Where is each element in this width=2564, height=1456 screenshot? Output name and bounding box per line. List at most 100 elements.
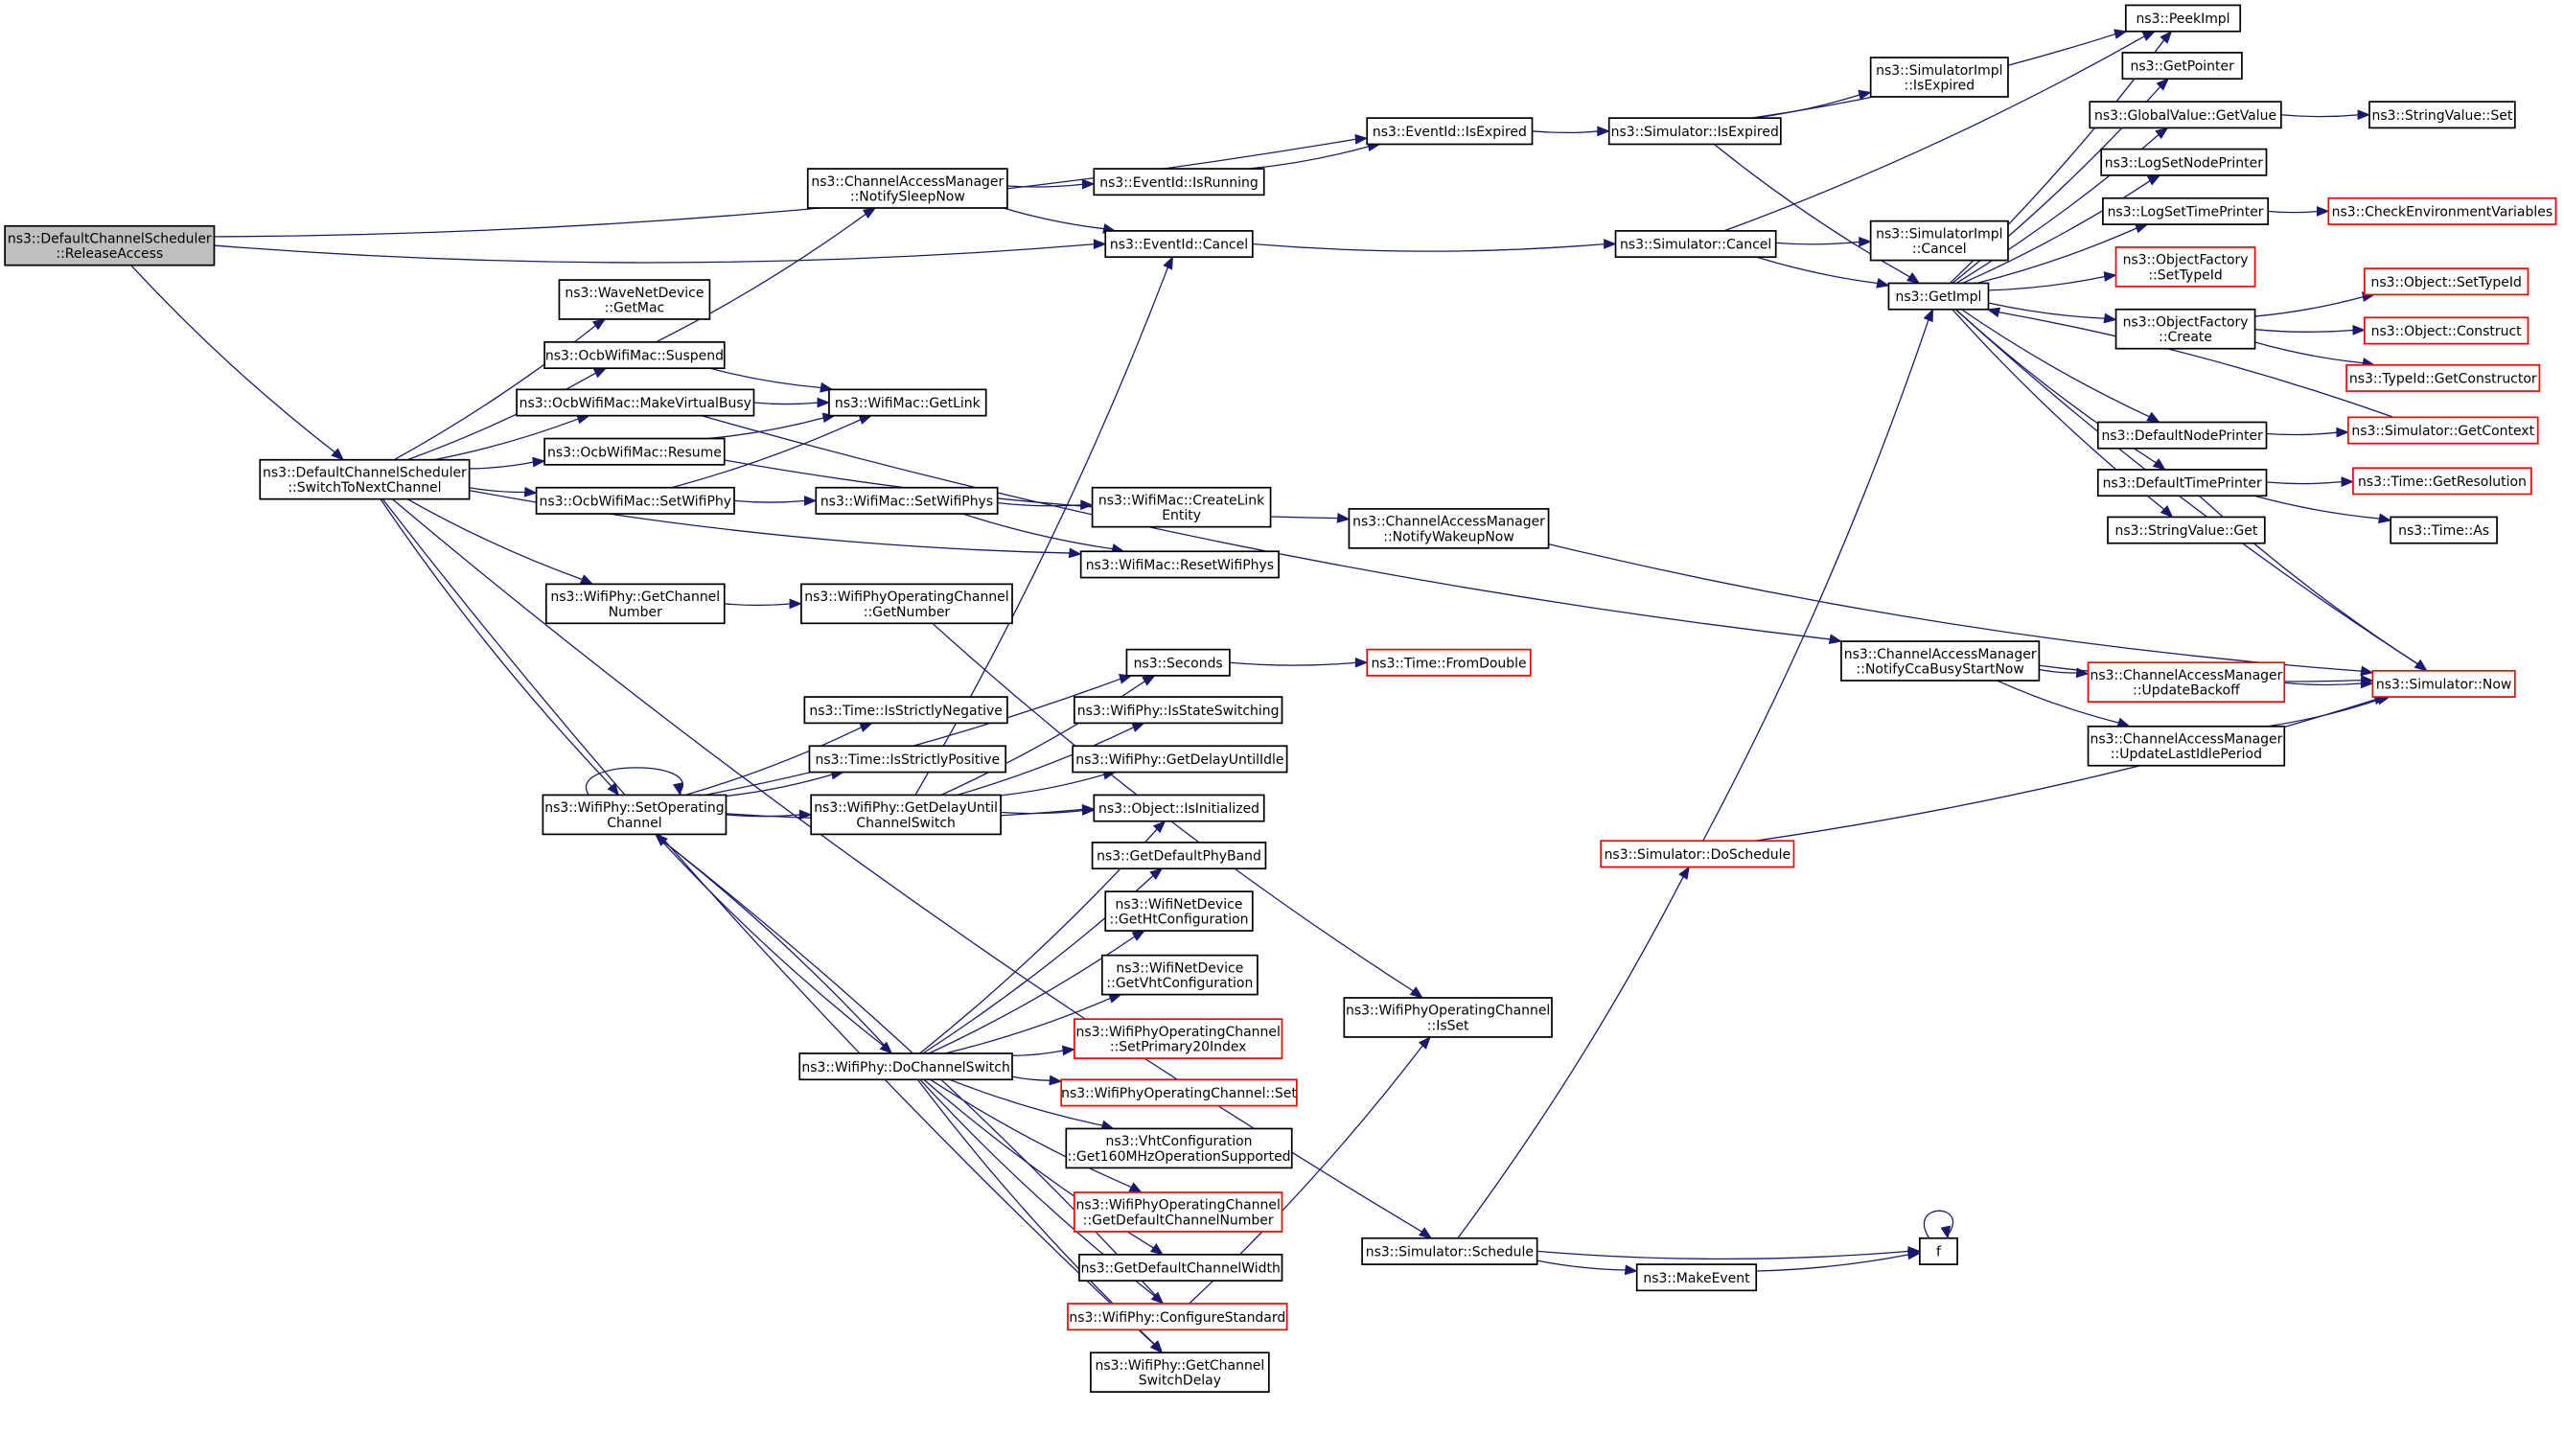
node-sim-impl-is-expired[interactable]: ns3::SimulatorImpl::IsExpired	[1869, 57, 2009, 98]
node-ocb-resume[interactable]: ns3::OcbWifiMac::Resume	[543, 437, 726, 466]
node-label: ns3::Simulator::GetContext	[2351, 424, 2534, 439]
node-label: ::UpdateBackoff	[2133, 683, 2240, 699]
node-time-as[interactable]: ns3::Time::As	[2390, 516, 2498, 544]
node-box	[1100, 954, 1259, 996]
node-event-is-expired[interactable]: ns3::EventId::IsExpired	[1366, 117, 1534, 146]
edge-arrowhead	[2075, 667, 2090, 679]
node-ocb-suspend[interactable]: ns3::OcbWifiMac::Suspend	[543, 341, 726, 370]
edge-arrowhead	[2141, 31, 2157, 41]
edge-line	[1723, 35, 2147, 232]
node-obj-is-initialized[interactable]: ns3::Object::IsInitialized	[1093, 794, 1265, 822]
node-of-set-type-id[interactable]: ns3::ObjectFactory::SetTypeId	[2114, 246, 2256, 288]
node-get-default-ch-num[interactable]: ns3::WifiPhyOperatingChannel::GetDefault…	[1073, 1191, 1283, 1233]
node-default-node-printer[interactable]: ns3::DefaultNodePrinter	[2096, 421, 2268, 450]
node-sim-is-expired[interactable]: ns3::Simulator::IsExpired	[1607, 117, 1782, 146]
node-sim-get-context[interactable]: ns3::Simulator::GetContext	[2346, 416, 2539, 445]
node-op-ch-set[interactable]: ns3::WifiPhyOperatingChannel::Set	[1060, 1078, 1298, 1107]
node-get-default-ch-width[interactable]: ns3::GetDefaultChannelWidth	[1078, 1253, 1283, 1282]
node-ocb-make-virtual-busy[interactable]: ns3::OcbWifiMac::MakeVirtualBusy	[516, 388, 755, 417]
node-box	[798, 1052, 1013, 1081]
node-obj-construct[interactable]: ns3::Object::Construct	[2364, 316, 2529, 345]
node-sim-cancel[interactable]: ns3::Simulator::Cancel	[1614, 230, 1777, 259]
node-label: ns3::ChannelAccessManager	[2090, 668, 2283, 683]
node-ocb-set-wifi-phy[interactable]: ns3::OcbWifiMac::SetWifiPhy	[535, 486, 735, 515]
node-label: ns3::DefaultChannelScheduler	[8, 232, 212, 247]
node-wifi-mac-get-link[interactable]: ns3::WifiMac::GetLink	[828, 388, 987, 417]
node-peek-impl[interactable]: ns3::PeekImpl	[2124, 4, 2242, 33]
node-label: ns3::WifiMac::CreateLink	[1098, 493, 1265, 508]
node-notify-wakeup-now[interactable]: ns3::ChannelAccessManager::NotifyWakeupN…	[1348, 508, 1550, 549]
node-notify-cca-busy[interactable]: ns3::ChannelAccessManager::NotifyCcaBusy…	[1840, 640, 2041, 682]
node-op-ch-get-number[interactable]: ns3::WifiPhyOperatingChannel::GetNumber	[800, 583, 1013, 625]
node-default-time-printer[interactable]: ns3::DefaultTimePrinter	[2096, 469, 2268, 497]
node-wave-get-mac[interactable]: ns3::WaveNetDevice::GetMac	[558, 279, 711, 320]
node-sim-impl-cancel[interactable]: ns3::SimulatorImpl::Cancel	[1869, 220, 2009, 262]
edge-arrowhead	[607, 782, 620, 797]
node-box	[1065, 1127, 1293, 1169]
node-obj-set-type-id[interactable]: ns3::Object::SetTypeId	[2364, 267, 2529, 296]
node-box	[2107, 516, 2266, 544]
node-wifi-mac-set-wifi-phys[interactable]: ns3::WifiMac::SetWifiPhys	[815, 486, 999, 515]
node-time-from-double[interactable]: ns3::Time::FromDouble	[1366, 648, 1532, 677]
node-label: Channel	[607, 816, 661, 831]
node-get-default-phy-band[interactable]: ns3::GetDefaultPhyBand	[1091, 842, 1267, 870]
edge-do-channel-switch-to-op-ch-set	[1011, 1075, 1063, 1086]
node-box	[1078, 1253, 1283, 1282]
edge-of-create-to-type-id-get-ctor	[2254, 341, 2376, 368]
node-string-value-get[interactable]: ns3::StringValue::Get	[2107, 516, 2266, 544]
node-do-channel-switch[interactable]: ns3::WifiPhy::DoChannelSwitch	[798, 1052, 1013, 1081]
node-box	[2114, 308, 2256, 350]
edge-ocb-make-virtual-busy-to-wifi-mac-get-link	[753, 397, 831, 408]
edge-line	[380, 498, 613, 788]
node-log-set-time-printer[interactable]: ns3::LogSetTimePrinter	[2102, 196, 2270, 225]
node-label: ns3::Object::SetTypeId	[2370, 275, 2521, 290]
node-wifi-mac-reset-wifi-phys[interactable]: ns3::WifiMac::ResetWifiPhys	[1079, 550, 1280, 579]
node-time-get-resolution[interactable]: ns3::Time::GetResolution	[2352, 467, 2532, 496]
node-get-impl[interactable]: ns3::GetImpl	[1887, 282, 1990, 311]
edge-arrowhead	[672, 782, 683, 797]
node-get-pointer[interactable]: ns3::GetPointer	[2121, 52, 2243, 81]
edge-get-impl-to-of-create	[1988, 302, 2117, 324]
node-update-backoff[interactable]: ns3::ChannelAccessManager::UpdateBackoff	[2087, 661, 2286, 704]
node-global-get-value[interactable]: ns3::GlobalValue::GetValue	[2089, 101, 2282, 129]
node-switch-to-next[interactable]: ns3::DefaultChannelScheduler::SwitchToNe…	[259, 458, 471, 500]
node-get-vht-config[interactable]: ns3::WifiNetDevice::GetVhtConfiguration	[1100, 954, 1259, 996]
edge-line	[406, 371, 598, 461]
node-f[interactable]: f	[1918, 1236, 1958, 1265]
edge-line	[2039, 668, 2079, 674]
node-seconds[interactable]: ns3::Seconds	[1125, 648, 1231, 677]
node-log-set-node-printer[interactable]: ns3::LogSetNodePrinter	[2100, 148, 2268, 176]
node-is-state-switching[interactable]: ns3::WifiPhy::IsStateSwitching	[1073, 696, 1283, 725]
edge-arrowhead	[1940, 1225, 1952, 1239]
node-event-cancel[interactable]: ns3::EventId::Cancel	[1104, 230, 1254, 259]
edge-arrowhead	[1678, 866, 1690, 880]
node-get-ht-config[interactable]: ns3::WifiNetDevice::GetHtConfiguration	[1104, 890, 1254, 932]
node-sim-do-schedule[interactable]: ns3::Simulator::DoSchedule	[1600, 840, 1795, 868]
node-get160[interactable]: ns3::VhtConfiguration::Get160MHzOperatio…	[1065, 1127, 1293, 1169]
node-op-ch-is-set[interactable]: ns3::WifiPhyOperatingChannel::IsSet	[1343, 997, 1553, 1038]
node-make-event[interactable]: ns3::MakeEvent	[1635, 1263, 1758, 1292]
node-type-id-get-ctor[interactable]: ns3::TypeId::GetConstructor	[2345, 363, 2541, 392]
node-event-is-running[interactable]: ns3::EventId::IsRunning	[1093, 168, 1265, 196]
node-sim-schedule[interactable]: ns3::Simulator::Schedule	[1361, 1236, 1538, 1265]
node-sim-now[interactable]: ns3::Simulator::Now	[2371, 669, 2516, 698]
edge-arrowhead	[1354, 133, 1369, 145]
node-configure-standard[interactable]: ns3::WifiPhy::ConfigureStandard	[1067, 1303, 1288, 1331]
node-check-env[interactable]: ns3::CheckEnvironmentVariables	[2327, 196, 2557, 225]
node-is-strictly-negative[interactable]: ns3::Time::IsStrictlyNegative	[803, 696, 1008, 725]
node-set-primary20[interactable]: ns3::WifiPhyOperatingChannel::SetPrimary…	[1073, 1018, 1283, 1059]
node-get-delay-until-idle[interactable]: ns3::WifiPhy::GetDelayUntilIdle	[1072, 745, 1288, 774]
edge-sim-do-schedule-to-get-impl	[1702, 308, 1934, 842]
node-notify-sleep-now[interactable]: ns3::ChannelAccessManager::NotifySleepNo…	[806, 168, 1008, 209]
node-release-access[interactable]: ns3::DefaultChannelScheduler::ReleaseAcc…	[4, 224, 216, 266]
node-string-value-set[interactable]: ns3::StringValue::Set	[2368, 101, 2516, 129]
edge-line	[1001, 809, 1085, 815]
node-is-strictly-positive[interactable]: ns3::Time::IsStrictlyPositive	[808, 745, 1007, 774]
node-update-last-idle[interactable]: ns3::ChannelAccessManager::UpdateLastIdl…	[2087, 725, 2286, 767]
node-of-create[interactable]: ns3::ObjectFactory::Create	[2114, 308, 2256, 350]
